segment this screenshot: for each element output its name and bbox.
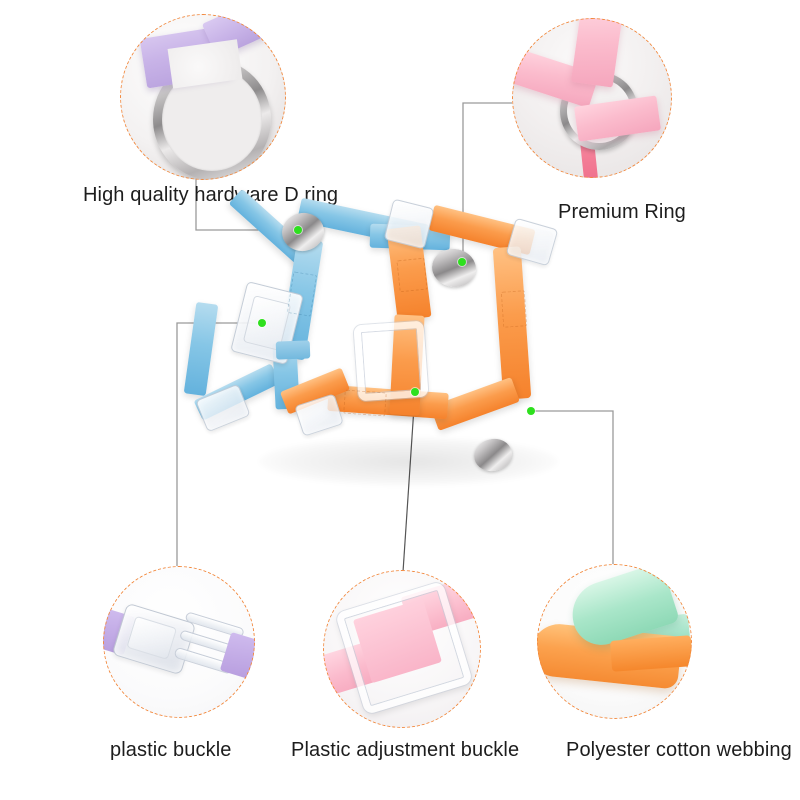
detail-photo-d-ring: [120, 14, 286, 180]
callout-label-premium-ring: Premium Ring: [558, 201, 686, 223]
anchor-dot-d-ring: [294, 226, 302, 234]
harness-blue-keeper: [275, 340, 311, 360]
callout-adjustment-buckle[interactable]: [323, 570, 481, 728]
anchor-dot-premium-ring: [458, 258, 466, 266]
harness-stitch-orange-3: [500, 290, 528, 328]
callout-premium-ring[interactable]: [512, 18, 672, 178]
callout-label-adjustment-buckle: Plastic adjustment buckle: [291, 739, 520, 761]
callout-polyester-webbing[interactable]: [537, 564, 692, 719]
detail-photo-plastic-buckle: [103, 566, 255, 718]
callout-label-d-ring: High quality hardware D ring: [83, 184, 339, 206]
harness-blue-left-strap: [183, 301, 219, 397]
harness-stitch-orange-1: [396, 257, 428, 293]
callout-label-plastic-buckle: plastic buckle: [110, 739, 232, 761]
harness-center-ring: [429, 246, 479, 290]
harness-stitch-orange-2: [343, 389, 387, 417]
harness-stitch-blue-1: [286, 271, 318, 317]
callout-label-polyester-webbing: Polyester cotton webbing: [566, 739, 792, 761]
leader-line-premium-ring: [462, 102, 512, 262]
anchor-dot-plastic-buckle: [258, 319, 266, 327]
callout-plastic-buckle[interactable]: [103, 566, 255, 718]
product-image-pet-harness: [180, 188, 620, 505]
leader-line-plastic-buckle: [176, 322, 262, 566]
leader-line-polyester-webbing: [531, 410, 614, 564]
anchor-dot-adjustment-buckle: [411, 388, 419, 396]
callout-d-ring[interactable]: [120, 14, 286, 180]
detail-photo-adjustment-buckle: [323, 570, 481, 728]
detail-photo-polyester-webbing: [537, 564, 692, 719]
detail-photo-premium-ring: [512, 18, 672, 178]
leader-line-adjustment-buckle: [402, 391, 416, 573]
anchor-dot-polyester-webbing: [527, 407, 535, 415]
